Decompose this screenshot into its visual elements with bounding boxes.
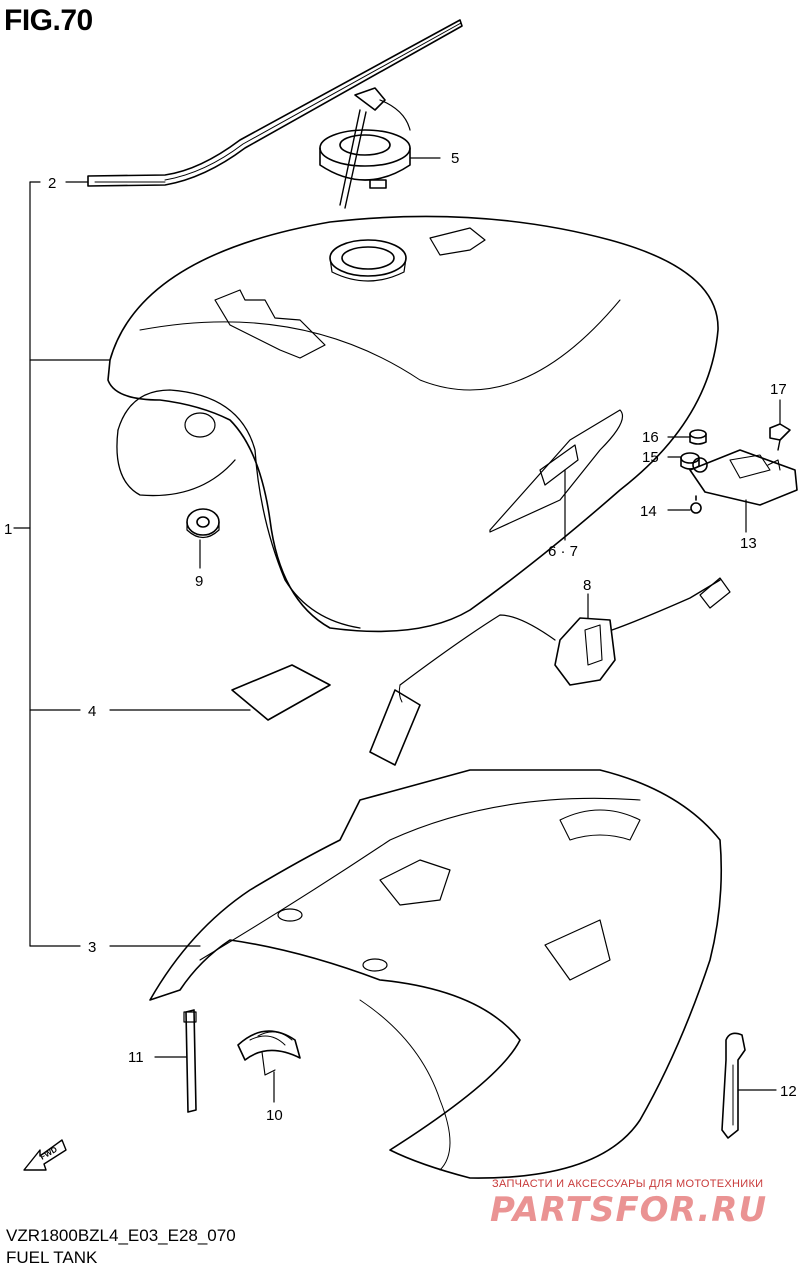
callout-15: 15 bbox=[642, 449, 659, 466]
part-16-collar bbox=[689, 429, 707, 445]
callout-4: 4 bbox=[88, 703, 96, 720]
callout-labels: 1 2 3 4 5 6 · 7 8 9 10 11 12 13 14 15 16… bbox=[4, 150, 797, 1124]
callout-2: 2 bbox=[48, 175, 56, 192]
bracket-lines bbox=[13, 181, 111, 947]
part-2-trim-strip bbox=[87, 19, 463, 187]
part-15-cushion bbox=[680, 452, 700, 470]
part-13-bracket bbox=[689, 449, 798, 506]
callout-9: 9 bbox=[195, 573, 203, 590]
callout-14: 14 bbox=[640, 503, 657, 520]
watermark-tagline: ЗАПЧАСТИ И АКСЕССУАРЫ ДЛЯ МОТОТЕХНИКИ bbox=[492, 1178, 764, 1190]
part-4-pad bbox=[231, 664, 331, 721]
part-3-cover bbox=[149, 769, 723, 1179]
callout-13: 13 bbox=[740, 535, 757, 552]
part-8-fuel-level-gauge bbox=[369, 577, 731, 766]
part-12-strap bbox=[721, 1032, 746, 1139]
callout-10: 10 bbox=[266, 1107, 283, 1124]
callout-17: 17 bbox=[770, 381, 787, 398]
callout-5: 5 bbox=[451, 150, 459, 167]
fwd-arrow-icon: FWD bbox=[23, 1139, 67, 1171]
callout-1: 1 bbox=[4, 521, 12, 538]
part-17-bolt bbox=[769, 423, 791, 451]
callout-3: 3 bbox=[88, 939, 96, 956]
callout-6-7: 6 · 7 bbox=[548, 543, 578, 560]
part-10-clamp bbox=[237, 1030, 301, 1076]
part-9-grommet bbox=[186, 508, 220, 539]
figure-title: FIG.70 bbox=[4, 4, 93, 37]
part-11-cable-tie bbox=[183, 1009, 197, 1113]
callout-16: 16 bbox=[642, 429, 659, 446]
watermark-logo: PARTSFOR.RU bbox=[490, 1190, 768, 1230]
part-1-fuel-tank bbox=[107, 215, 719, 633]
part-14-bolt bbox=[690, 495, 702, 514]
figure-name: FUEL TANK bbox=[6, 1248, 98, 1267]
callout-12: 12 bbox=[780, 1083, 797, 1100]
figure-code: VZR1800BZL4_E03_E28_070 bbox=[6, 1226, 236, 1245]
callout-11: 11 bbox=[128, 1049, 144, 1066]
callout-8: 8 bbox=[583, 577, 591, 594]
part-5-fuel-cap bbox=[319, 87, 411, 209]
